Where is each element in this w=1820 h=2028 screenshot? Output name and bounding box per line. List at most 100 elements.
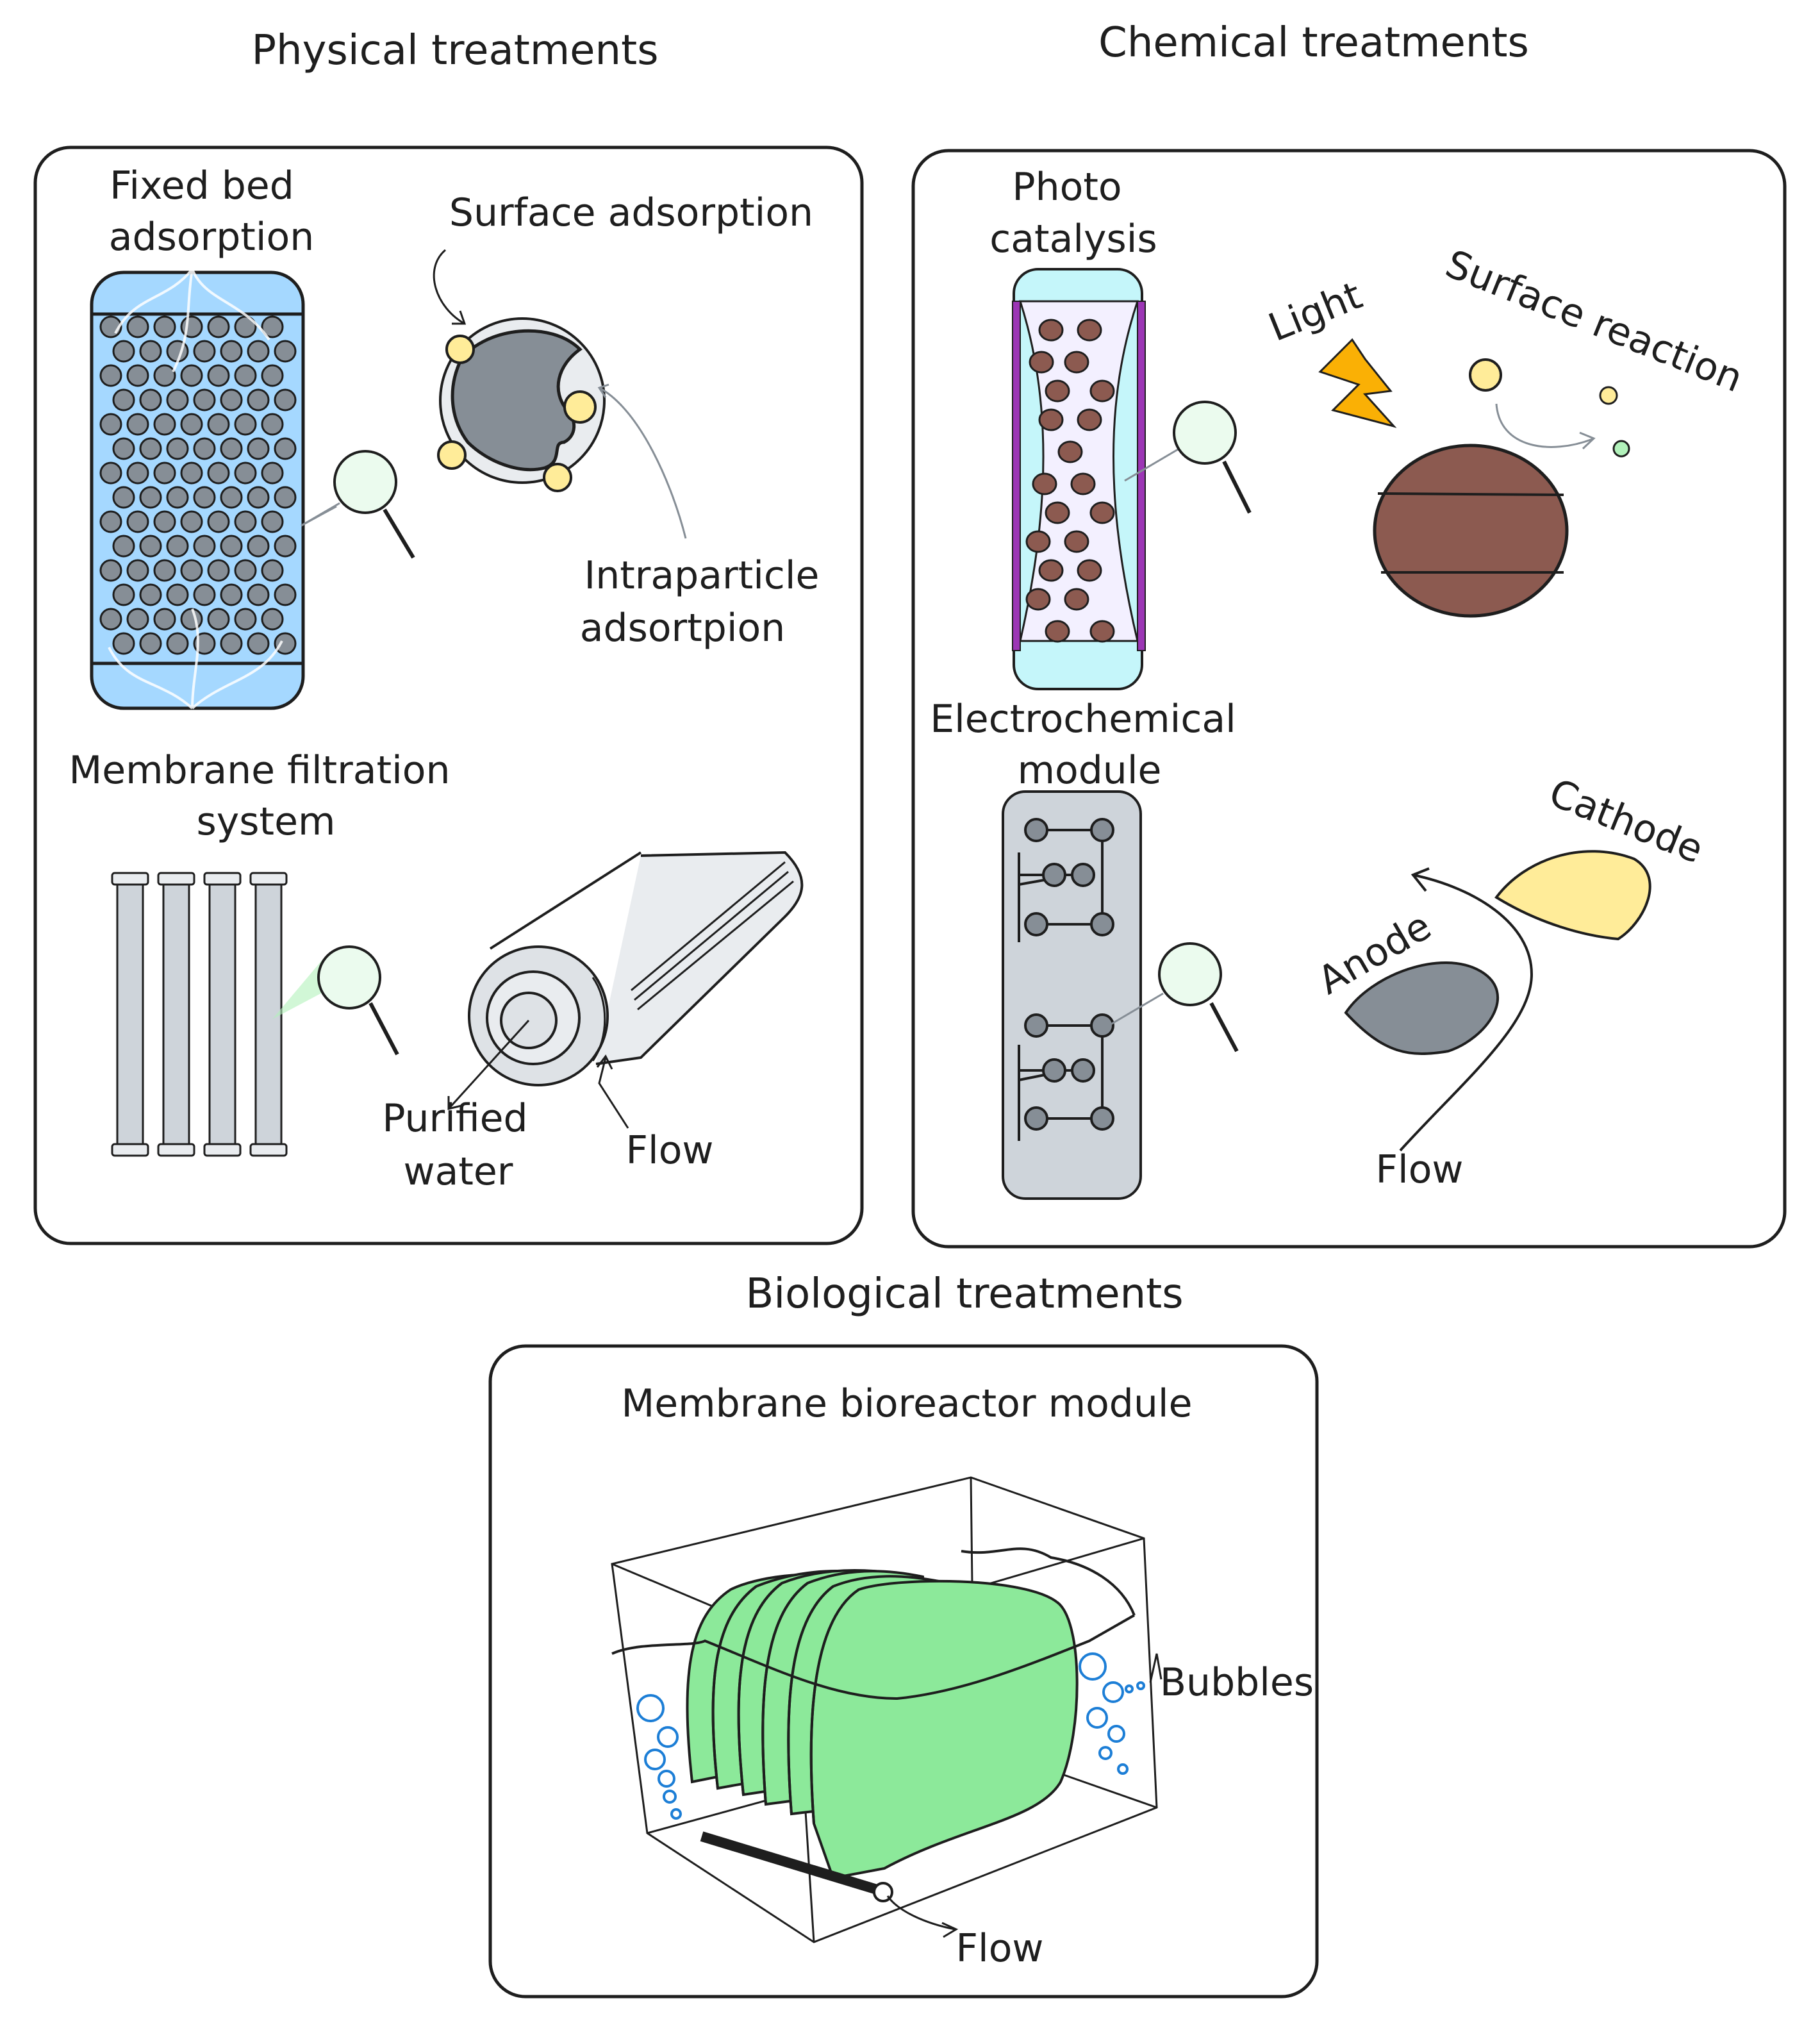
granule bbox=[261, 461, 284, 485]
granule bbox=[139, 437, 162, 460]
granule bbox=[247, 437, 270, 460]
granule bbox=[234, 364, 257, 387]
catalyst-granule bbox=[1077, 319, 1102, 342]
magnifier-icon bbox=[1124, 401, 1252, 514]
granule bbox=[126, 510, 149, 533]
flow-streamlines bbox=[108, 268, 283, 710]
aeration-pipe bbox=[700, 1831, 883, 1896]
granule bbox=[220, 632, 243, 655]
granule bbox=[180, 461, 203, 485]
purified-water-label-line1: Purified bbox=[382, 1096, 527, 1141]
physical-title: Physical treatments bbox=[251, 27, 658, 74]
granule bbox=[274, 486, 297, 509]
granule bbox=[274, 437, 297, 460]
granule bbox=[207, 559, 230, 582]
catalyst-granule bbox=[1038, 559, 1064, 582]
granule bbox=[153, 559, 176, 582]
granule bbox=[126, 559, 149, 582]
granule bbox=[99, 608, 122, 631]
product-molecule bbox=[1599, 386, 1618, 405]
catalyst-granule bbox=[1064, 530, 1089, 553]
catalyst-granule bbox=[1045, 501, 1070, 524]
granule bbox=[99, 461, 122, 485]
granule bbox=[234, 413, 257, 436]
granule bbox=[220, 486, 243, 509]
catalyst-granule bbox=[1057, 440, 1083, 463]
product-molecule bbox=[1612, 440, 1630, 458]
membrane-tube bbox=[203, 872, 242, 1157]
granule bbox=[112, 437, 135, 460]
fixed-bed-label-line2: adsorption bbox=[109, 215, 315, 260]
granule bbox=[193, 632, 216, 655]
granule bbox=[99, 413, 122, 436]
magnifier-icon bbox=[1108, 942, 1239, 1052]
granule bbox=[207, 461, 230, 485]
granule bbox=[180, 364, 203, 387]
granule bbox=[220, 340, 243, 363]
membrane-label-line2: system bbox=[197, 799, 336, 844]
catalyst-granule bbox=[1038, 319, 1064, 342]
lightning-bolt-icon bbox=[1318, 338, 1397, 428]
granule bbox=[166, 535, 189, 558]
granule bbox=[247, 340, 270, 363]
spiral-wound-module bbox=[468, 851, 804, 1086]
granule bbox=[180, 608, 203, 631]
granule bbox=[153, 461, 176, 485]
electrochemical-label-line2: module bbox=[1018, 748, 1162, 793]
membrane-tube bbox=[157, 872, 195, 1157]
granule bbox=[112, 583, 135, 606]
biological-title: Biological treatments bbox=[745, 1270, 1183, 1318]
catalyst-particles bbox=[1025, 319, 1115, 643]
catalyst-granule bbox=[1032, 472, 1057, 495]
granule bbox=[139, 486, 162, 509]
granule bbox=[234, 461, 257, 485]
cathode-electrode bbox=[1494, 850, 1651, 941]
granule bbox=[274, 583, 297, 606]
granule bbox=[207, 315, 230, 338]
physical-flow-label: Flow bbox=[626, 1128, 714, 1173]
sheet-edges bbox=[711, 1582, 860, 1824]
granule bbox=[139, 583, 162, 606]
granule bbox=[274, 535, 297, 558]
granule bbox=[166, 437, 189, 460]
granule bbox=[180, 510, 203, 533]
granule bbox=[274, 632, 297, 655]
chemical-flow-arrow bbox=[1399, 867, 1534, 1152]
membrane-label-line1: Membrane filtration bbox=[69, 748, 450, 793]
electrochemical-cell bbox=[1002, 790, 1142, 1200]
granule bbox=[220, 535, 243, 558]
granule bbox=[234, 608, 257, 631]
granule bbox=[207, 413, 230, 436]
granule bbox=[166, 632, 189, 655]
membrane-tube bbox=[249, 872, 288, 1157]
granule bbox=[126, 315, 149, 338]
granule bbox=[261, 315, 284, 338]
magnifier-icon bbox=[272, 945, 399, 1056]
catalyst-granule bbox=[1077, 559, 1102, 582]
catalyst-granule bbox=[1070, 472, 1096, 495]
granule bbox=[220, 388, 243, 411]
granule bbox=[126, 364, 149, 387]
physical-panel bbox=[33, 145, 864, 1245]
bio-flow-arrow bbox=[886, 1895, 959, 1938]
anode-electrode bbox=[1344, 961, 1500, 1055]
surface-adsorption-arrow bbox=[433, 249, 467, 325]
reaction-arrow bbox=[1495, 403, 1596, 450]
bubbles-right bbox=[1079, 1652, 1145, 1775]
purified-water-label-line2: water bbox=[404, 1149, 513, 1194]
granule bbox=[207, 608, 230, 631]
bed-granules bbox=[99, 315, 297, 655]
granule bbox=[193, 340, 216, 363]
catalyst-granule bbox=[1029, 351, 1054, 374]
photocatalysis-label-line1: Photo bbox=[1012, 165, 1121, 210]
granule bbox=[180, 413, 203, 436]
biological-flow-label: Flow bbox=[956, 1926, 1044, 1971]
granule bbox=[139, 388, 162, 411]
granule bbox=[153, 364, 176, 387]
granule bbox=[139, 632, 162, 655]
granule bbox=[220, 583, 243, 606]
granule bbox=[193, 486, 216, 509]
granule bbox=[153, 510, 176, 533]
fixed-bed-column bbox=[90, 268, 305, 710]
